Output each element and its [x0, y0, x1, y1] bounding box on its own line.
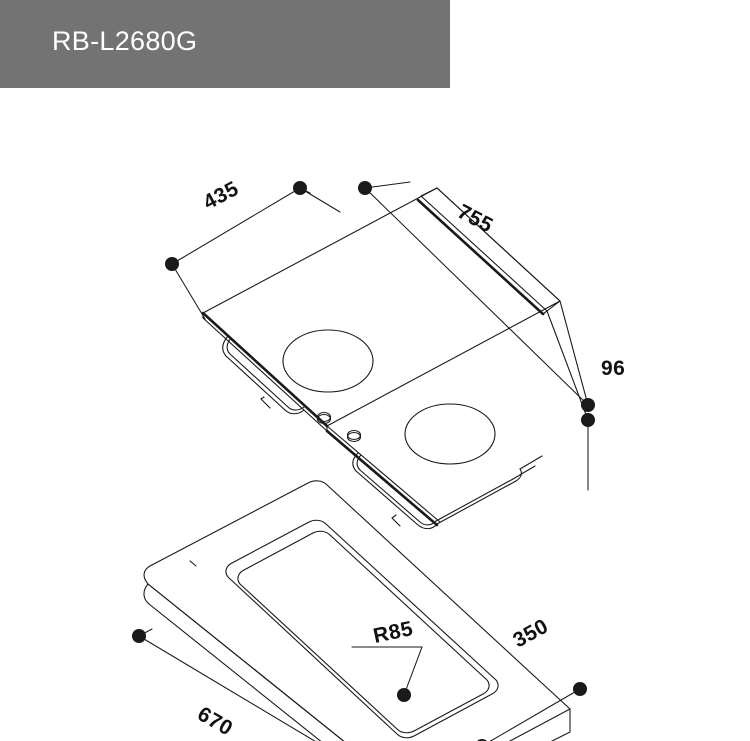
- dim-435-leader-bottom: [171, 263, 206, 320]
- countertop-back-edge-guide: [147, 583, 345, 741]
- dim-755-line: [364, 187, 589, 406]
- dim-670-label: 670: [194, 702, 237, 740]
- dim-350-endpoint-right: [573, 682, 587, 696]
- cooktop-rim-band-cap-right: [542, 300, 561, 315]
- cooktop-rim-band-cap-left: [420, 187, 438, 197]
- control-knob-lower-base: [346, 431, 362, 443]
- dim-350-line: [489, 688, 581, 741]
- cooktop-glass-front-edge-2: [326, 425, 441, 523]
- dim-755-endpoint-top: [358, 181, 372, 195]
- cooktop-body-front-left-2: [226, 337, 305, 411]
- burner-opening-right: [404, 403, 496, 465]
- dim-670-line: [138, 635, 316, 741]
- page-title: RB-L2680G: [52, 26, 198, 56]
- dim-755-endpoint-bottom: [581, 398, 595, 412]
- cooktop-rim-band-outer: [436, 187, 561, 302]
- technical-drawing-canvas: 435 755 96: [0, 88, 750, 741]
- control-knob-lower: [346, 429, 362, 441]
- cooktop-body-front-left: [222, 335, 305, 415]
- dim-755-leader-top: [364, 181, 411, 189]
- countertop-top-surface: [143, 480, 571, 741]
- dim-435-leader-top: [299, 187, 341, 213]
- cooktop-top-face: [202, 187, 561, 427]
- cooktop-body-notch-right: [391, 514, 401, 527]
- dim-r85-endpoint: [397, 688, 411, 702]
- countertop-thickness-right: [550, 708, 571, 741]
- cooktop-isometric-view: 435 755 96: [165, 177, 625, 530]
- dim-96-label: 96: [601, 357, 625, 380]
- cooktop-glass-right-edge: [559, 300, 589, 406]
- cooktop-body-front-right: [352, 452, 438, 530]
- cooktop-body-bottom-right-edge: [436, 480, 517, 525]
- dim-435-label: 435: [200, 177, 243, 214]
- countertop-back-edge-guide-2: [189, 560, 197, 567]
- dim-r85-leader: [351, 646, 423, 696]
- cutout-opening-outer: [225, 519, 499, 739]
- countertop-cutout-isometric-view: 670 350 R85: [132, 480, 587, 741]
- cooktop-glass-edge-left: [201, 311, 329, 428]
- burner-opening-left: [282, 329, 374, 393]
- cooktop-glass-front-edge: [325, 429, 439, 527]
- cooktop-body-front-right-2: [356, 454, 437, 526]
- dim-435-endpoint-top: [293, 181, 307, 195]
- dim-435-line: [171, 187, 301, 265]
- cooktop-rim-band-inner-2: [420, 195, 548, 312]
- cooktop-body-notch-left: [260, 396, 271, 409]
- cooktop-body-right-bracket: [519, 455, 543, 470]
- dimension-96: 96: [581, 357, 625, 491]
- cutout-opening-inner: [237, 530, 490, 734]
- dim-435-endpoint-bottom: [165, 257, 179, 271]
- header-bar: [0, 0, 450, 88]
- control-knob-upper-base: [316, 413, 332, 425]
- cooktop-body-right-bracket-2: [512, 465, 536, 480]
- countertop-thickness-front-left: [143, 583, 322, 741]
- cooktop-body-bottom-right-edge-2: [435, 478, 514, 522]
- dim-670-endpoint-left: [132, 629, 146, 643]
- dim-350-label: 350: [509, 615, 552, 653]
- cooktop-glass-right-edge-lower: [546, 310, 589, 421]
- cooktop-rim-band-inner: [416, 198, 545, 316]
- cooktop-body-side-right: [515, 468, 522, 482]
- dim-96-endpoint-top: [581, 413, 595, 427]
